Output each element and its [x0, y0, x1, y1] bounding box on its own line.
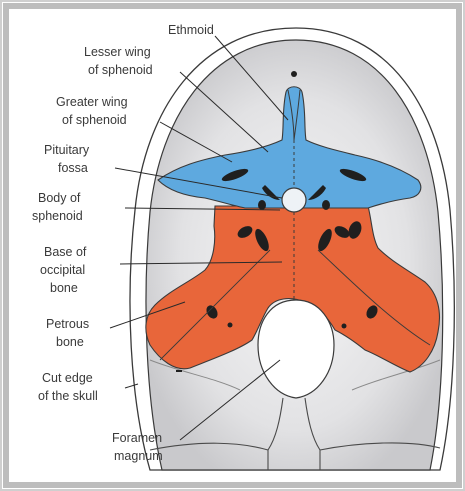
left-mark: [176, 370, 182, 372]
label-lesser-wing-line1: Lesser wing: [84, 45, 151, 59]
right-small-foramen: [342, 324, 347, 329]
label-greater-wing-line2: of sphenoid: [62, 113, 127, 127]
label-base-occipital-line2: occipital: [40, 263, 85, 277]
label-pituitary-line2: fossa: [58, 161, 88, 175]
label-lesser-wing-line2: of sphenoid: [88, 63, 153, 77]
label-petrous-line2: bone: [56, 335, 84, 349]
foramen-caecum-dot: [291, 71, 297, 77]
label-body-line1: Body of: [38, 191, 81, 205]
right-foramen-rotundum: [322, 200, 330, 210]
label-foramen-line2: magnum: [114, 449, 163, 463]
label-foramen-line1: Foramen: [112, 431, 162, 445]
label-cut-edge-line2: of the skull: [38, 389, 98, 403]
label-cut-edge-line1: Cut edge: [42, 371, 93, 385]
pituitary-fossa-circle: [282, 188, 306, 212]
label-base-occipital-line1: Base of: [44, 245, 87, 259]
label-petrous-line1: Petrous: [46, 317, 89, 331]
left-foramen-rotundum: [258, 200, 266, 210]
label-pituitary-line1: Pituitary: [44, 143, 90, 157]
left-small-foramen: [228, 323, 233, 328]
label-body-line2: sphenoid: [32, 209, 83, 223]
label-base-occipital-line3: bone: [50, 281, 78, 295]
label-greater-wing-line1: Greater wing: [56, 95, 128, 109]
label-ethmoid: Ethmoid: [168, 23, 214, 37]
